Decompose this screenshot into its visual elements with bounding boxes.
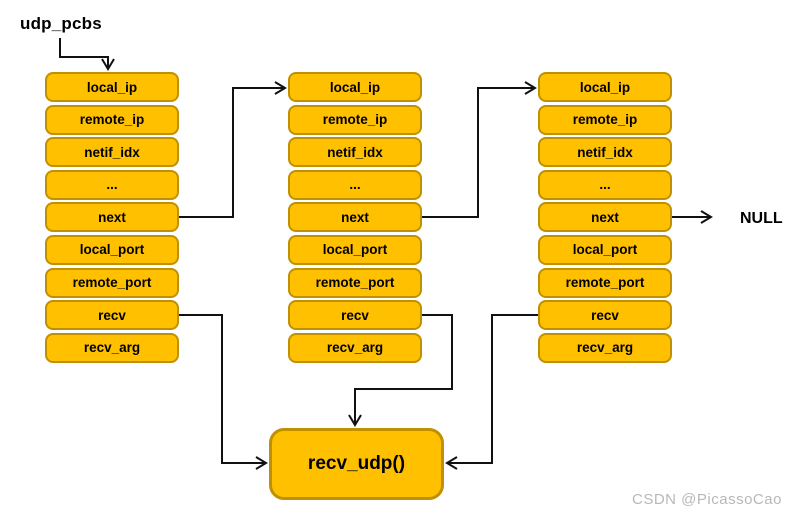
field-next: next bbox=[288, 202, 422, 233]
field-local-port: local_port bbox=[288, 234, 422, 265]
node3-recv-to-recv-udp bbox=[445, 314, 538, 470]
field-ellipsis: ... bbox=[288, 169, 422, 200]
field-next: next bbox=[538, 202, 672, 233]
field-recv-arg: recv_arg bbox=[45, 332, 179, 363]
field-netif-idx: netif_idx bbox=[45, 137, 179, 168]
pcb-node-2: local_ip remote_ip netif_idx ... next lo… bbox=[288, 72, 422, 363]
node1-recv-to-recv-udp bbox=[179, 314, 268, 470]
field-recv-arg: recv_arg bbox=[538, 332, 672, 363]
field-recv: recv bbox=[45, 300, 179, 331]
recv-udp-function-box: recv_udp() bbox=[269, 428, 444, 500]
field-recv: recv bbox=[288, 300, 422, 331]
field-recv: recv bbox=[538, 300, 672, 331]
field-recv-arg: recv_arg bbox=[288, 332, 422, 363]
field-remote-ip: remote_ip bbox=[538, 104, 672, 135]
udp-pcbs-to-node1 bbox=[59, 38, 115, 71]
field-local-port: local_port bbox=[45, 234, 179, 265]
watermark-text: CSDN @PicassoCao bbox=[632, 491, 782, 508]
field-remote-port: remote_port bbox=[45, 267, 179, 298]
field-local-port: local_port bbox=[538, 234, 672, 265]
field-ellipsis: ... bbox=[538, 169, 672, 200]
pcb-node-1: local_ip remote_ip netif_idx ... next lo… bbox=[45, 72, 179, 363]
field-local-ip: local_ip bbox=[45, 72, 179, 102]
pcb-node-3: local_ip remote_ip netif_idx ... next lo… bbox=[538, 72, 672, 363]
null-label: NULL bbox=[740, 210, 783, 227]
field-local-ip: local_ip bbox=[288, 72, 422, 102]
field-local-ip: local_ip bbox=[538, 72, 672, 102]
node2-next-to-node3 bbox=[422, 81, 537, 218]
node1-next-to-node2 bbox=[179, 81, 287, 218]
field-remote-port: remote_port bbox=[288, 267, 422, 298]
field-netif-idx: netif_idx bbox=[538, 137, 672, 168]
field-remote-port: remote_port bbox=[538, 267, 672, 298]
field-netif-idx: netif_idx bbox=[288, 137, 422, 168]
field-remote-ip: remote_ip bbox=[288, 104, 422, 135]
field-next: next bbox=[45, 202, 179, 233]
udp-pcbs-label: udp_pcbs bbox=[20, 14, 102, 33]
field-remote-ip: remote_ip bbox=[45, 104, 179, 135]
field-ellipsis: ... bbox=[45, 169, 179, 200]
